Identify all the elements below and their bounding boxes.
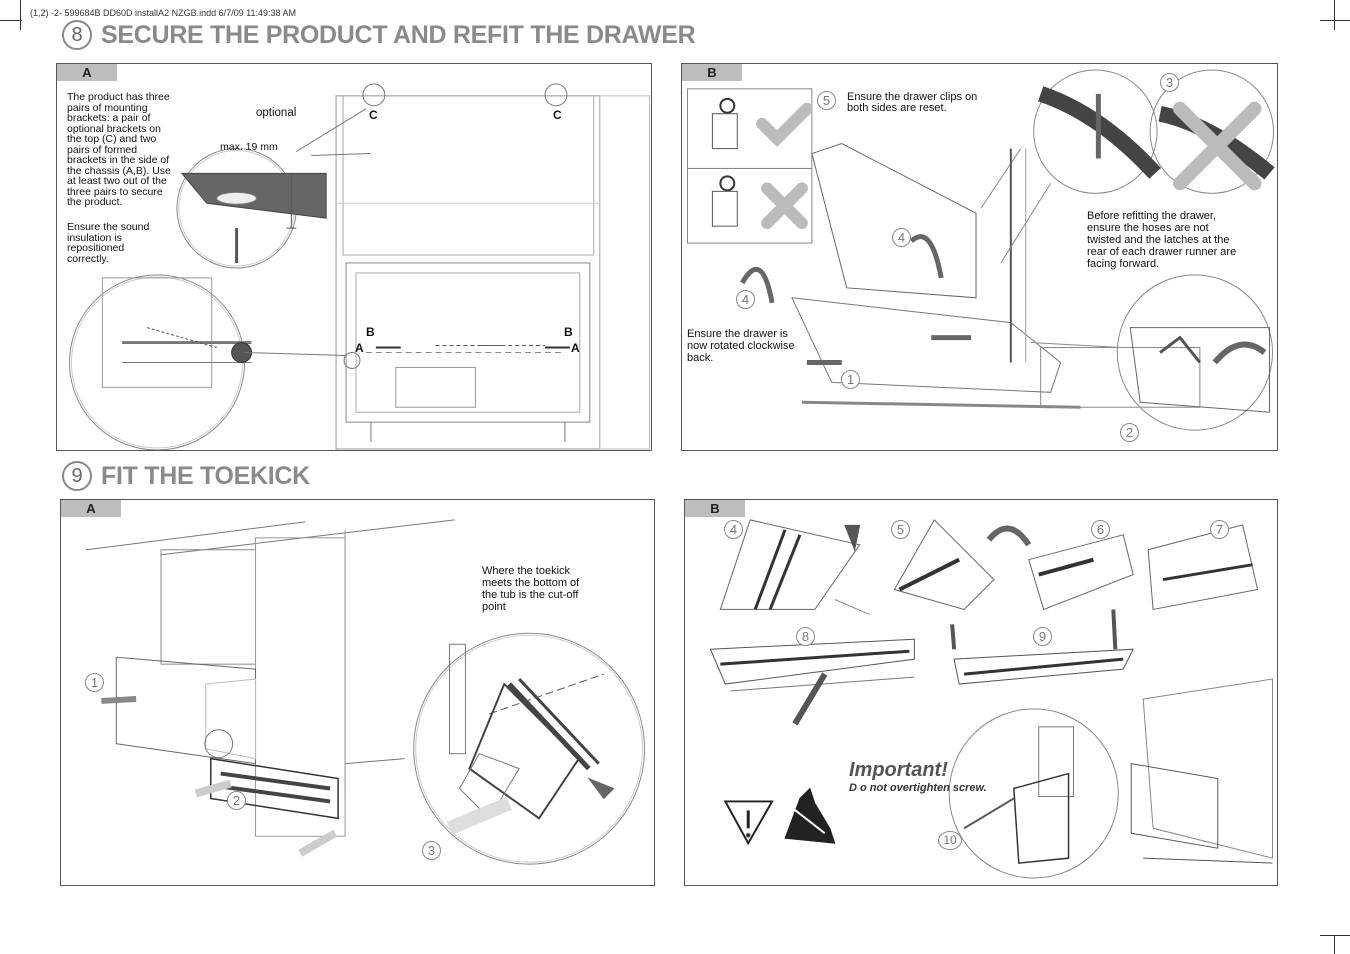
panel-9b: B — [684, 499, 1278, 886]
bracket-illustration — [69, 83, 650, 450]
step-number: 5 — [891, 520, 910, 539]
step-number: 10 — [938, 831, 962, 850]
bracket-label-a: A — [571, 341, 580, 355]
bracket-label-b: B — [564, 325, 573, 339]
hoses-note: Before refitting the drawer, ensure the … — [1087, 210, 1237, 270]
panel-tag: A — [57, 64, 117, 81]
step-number: 8 — [796, 627, 815, 646]
step-number: 4 — [736, 290, 755, 309]
panel-9a: A Where the toekick meets the bottom of … — [60, 499, 655, 886]
section-number: 9 — [62, 461, 92, 491]
toekick-assembly-illustration — [709, 519, 1273, 879]
crop-mark — [1334, 0, 1335, 30]
step-number: 3 — [422, 841, 441, 860]
toekick-illustration — [86, 519, 646, 865]
bracket-label-c: C — [553, 108, 562, 122]
bracket-label-c: C — [369, 108, 378, 122]
bracket-label-b: B — [366, 325, 375, 339]
crop-mark — [1320, 20, 1350, 21]
step-number: 1 — [85, 673, 104, 692]
step-number: 4 — [724, 520, 743, 539]
step-number: 1 — [841, 370, 860, 389]
max-height-label: max. 19 mm — [220, 141, 278, 153]
step-number: 3 — [1160, 73, 1179, 92]
toekick-cutoff-note: Where the toekick meets the bottom of th… — [482, 565, 580, 613]
crop-mark — [20, 0, 21, 30]
sound-insulation-note: Ensure the sound insulation is repositio… — [67, 221, 150, 265]
step-number: 9 — [1033, 627, 1052, 646]
section-8-heading: 8 SECURE THE PRODUCT AND REFIT THE DRAWE… — [62, 20, 696, 50]
important-title: Important! — [849, 759, 948, 781]
drawer-refit-illustration — [687, 69, 1275, 431]
optional-label: optional — [256, 107, 297, 119]
step-number: 7 — [1210, 520, 1229, 539]
drawer-rotated-note: Ensure the drawer is now rotated clockwi… — [687, 328, 795, 364]
crop-mark — [1320, 935, 1350, 936]
step-number: 2 — [1120, 423, 1139, 442]
crop-mark — [1334, 936, 1335, 954]
bracket-label-a: A — [355, 341, 364, 355]
section-9-heading: 9 FIT THE TOEKICK — [62, 461, 310, 491]
step-number: 5 — [817, 91, 836, 110]
panel-8a: A — [56, 63, 652, 451]
panel-tag: B — [682, 64, 742, 81]
step-number: 4 — [892, 228, 911, 247]
panel-tag: A — [61, 500, 121, 517]
important-text: D o not overtighten screw. — [849, 782, 987, 794]
crop-mark — [0, 20, 22, 21]
section-title: FIT THE TOEKICK — [101, 461, 310, 490]
section-title: SECURE THE PRODUCT AND REFIT THE DRAWER — [101, 20, 696, 49]
drawer-clips-note: Ensure the drawer clips on both sides ar… — [847, 91, 978, 114]
file-slug: (1,2) -2- 599684B DD60D installA2 NZGB.i… — [30, 8, 296, 18]
section-number: 8 — [62, 20, 92, 50]
panel-tag: B — [685, 500, 745, 517]
step-number: 2 — [227, 791, 246, 810]
step-number: 6 — [1091, 520, 1110, 539]
brackets-note: The product has three pairs of mounting … — [67, 91, 171, 208]
panel-8b: B Ensure the — [681, 63, 1278, 451]
